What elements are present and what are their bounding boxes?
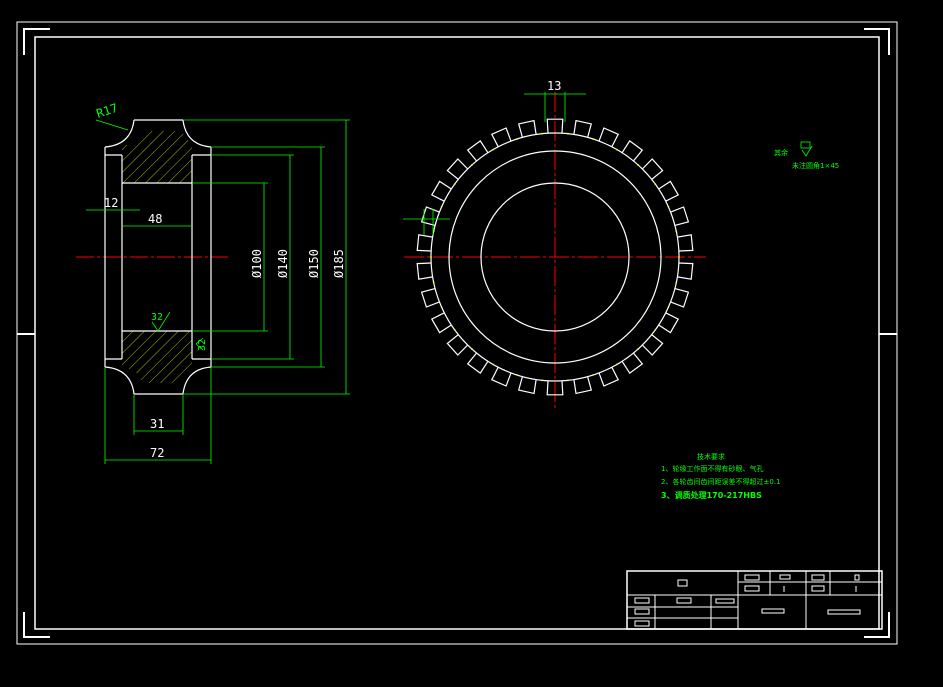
- tooth-width-dimension: [403, 92, 586, 235]
- gear-tip-mark: [567, 132, 569, 135]
- gear-tip-mark: [453, 183, 456, 186]
- gear-teeth-outline: [416, 118, 694, 396]
- gear-tip-mark: [430, 256, 432, 258]
- gear-tip-mark: [667, 205, 670, 208]
- gear-tip-mark: [541, 132, 543, 135]
- surface-finish-note: 其余 未注圆角1×45: [774, 141, 839, 170]
- gear-tip-mark: [616, 148, 618, 151]
- drawing-frame: [16, 21, 898, 645]
- dim-13: 13: [547, 79, 561, 93]
- gear-tip-mark: [654, 329, 657, 331]
- roughness-label-left: 32: [151, 312, 163, 323]
- gear-tip-mark: [541, 379, 543, 382]
- gear-tip-mark: [471, 348, 473, 350]
- dim-diameter-140: Ø140: [276, 249, 290, 278]
- dim-diameter-150: Ø150: [307, 249, 321, 278]
- gear-tip-mark: [654, 183, 657, 186]
- dim-diameter-185: Ø185: [332, 249, 346, 278]
- dim-48: 48: [148, 212, 162, 226]
- gear-tip-mark: [616, 363, 618, 366]
- gear-tip-mark: [667, 306, 670, 309]
- gear-tip-mark: [675, 230, 678, 233]
- section-hatch: [122, 131, 192, 383]
- gear-tooth-tips: [430, 132, 680, 382]
- gear-tip-mark: [592, 138, 595, 141]
- roughness-label-right: 32: [197, 339, 208, 351]
- gear-tip-mark: [567, 379, 569, 382]
- side-dimension-lines: [86, 119, 350, 464]
- gear-tip-mark: [678, 256, 680, 258]
- tech-requirement-1: 1、轮缘工作面不得有砂眼、气孔: [661, 464, 763, 473]
- dim-31: 31: [150, 417, 164, 431]
- tech-requirement-3: 3、调质处理170-217HBS: [661, 490, 762, 500]
- gear-tip-mark: [637, 164, 639, 166]
- gear-tip-mark: [592, 374, 595, 376]
- dim-12: 12: [104, 196, 118, 210]
- gear-tip-mark: [492, 148, 494, 151]
- front-gear-view: 13: [403, 79, 706, 408]
- side-section-view: R17 12 48 Ø100 Ø140 Ø150 Ø185 31 72 32 3…: [76, 101, 350, 464]
- gear-tip-mark: [440, 306, 443, 309]
- section-outline: [104, 119, 212, 395]
- gear-tip-mark: [492, 363, 494, 366]
- svg-text:未注圆角1×45: 未注圆角1×45: [792, 161, 839, 170]
- gear-tip-mark: [675, 281, 678, 284]
- gear-tip-mark: [471, 164, 473, 166]
- technical-requirements: 技术要求 1、轮缘工作面不得有砂眼、气孔 2、各轮齿间齿间距误差不得超过±0.1…: [661, 452, 780, 500]
- title-block: [626, 570, 883, 630]
- gear-tip-mark: [637, 348, 639, 350]
- svg-text:其余: 其余: [774, 148, 788, 157]
- dim-diameter-100: Ø100: [250, 249, 264, 278]
- gear-tip-mark: [432, 281, 435, 284]
- gear-tip-mark: [453, 329, 456, 331]
- fillet-radius-label: R17: [95, 101, 120, 121]
- gear-tip-mark: [515, 138, 518, 141]
- tech-requirement-2: 2、各轮齿间齿间距误差不得超过±0.1: [661, 477, 780, 486]
- gear-tip-mark: [440, 205, 443, 208]
- tech-requirements-title: 技术要求: [697, 452, 725, 461]
- dim-72: 72: [150, 446, 164, 460]
- gear-tip-mark: [515, 374, 518, 376]
